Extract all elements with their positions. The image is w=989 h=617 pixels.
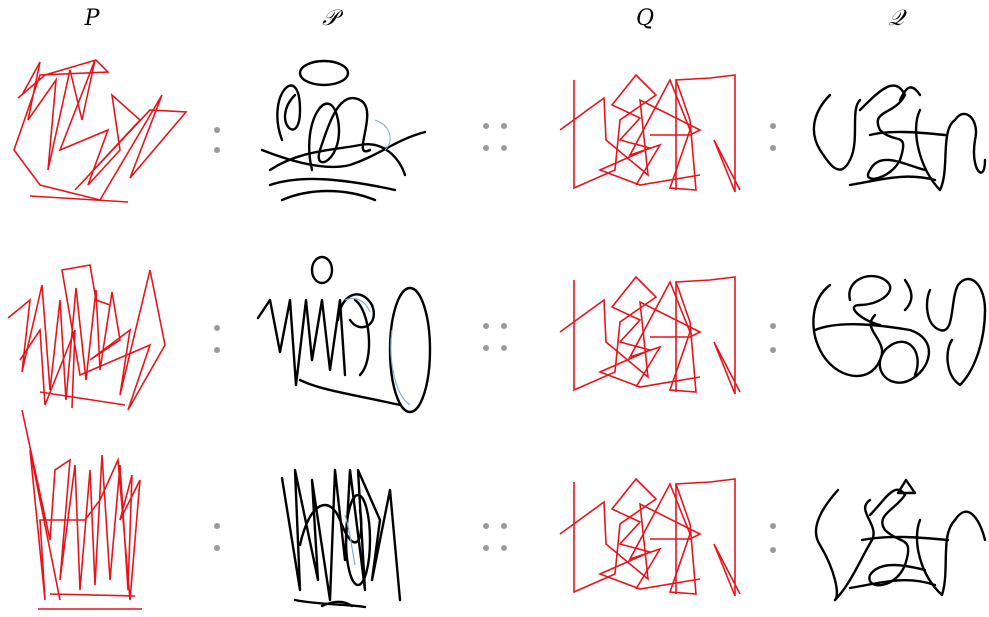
- ratio-dot: [770, 123, 776, 129]
- sketch-q-row3: [560, 479, 740, 596]
- ratio-dot: [214, 523, 220, 529]
- ratio-dot: [483, 123, 489, 129]
- ratio-dot: [770, 145, 776, 151]
- sketch-q-row1: [560, 75, 740, 192]
- ratio-dot: [483, 145, 489, 151]
- row-2: [8, 257, 985, 412]
- ratio-dot: [214, 545, 220, 551]
- smoothed-q-row1: [814, 86, 985, 190]
- ratio-dot: [214, 325, 220, 331]
- sketch-p-row2: [8, 265, 165, 410]
- ratio-dot: [501, 345, 507, 351]
- ratio-dot: [770, 547, 776, 553]
- smoothed-p-row3: [282, 470, 400, 607]
- row-3: [22, 410, 985, 609]
- ratio-dot: [770, 523, 776, 529]
- ratio-dot: [483, 523, 489, 529]
- ratio-dot: [214, 147, 220, 153]
- sketch-p-row3: [22, 410, 140, 600]
- ratio-dot: [483, 323, 489, 329]
- ratio-dot: [483, 545, 489, 551]
- ratio-dot: [501, 323, 507, 329]
- ratio-dot: [483, 345, 489, 351]
- smoothed-q-row2: [813, 276, 985, 385]
- sketch-p-row1: [14, 60, 186, 200]
- ratio-dot: [501, 545, 507, 551]
- ratio-dot: [214, 127, 220, 133]
- ratio-dot: [214, 347, 220, 353]
- ratio-dot: [501, 145, 507, 151]
- smoothed-q-row3: [816, 480, 985, 600]
- row-1: [14, 60, 985, 202]
- sketch-q-row2: [560, 277, 740, 394]
- ratio-dot: [770, 323, 776, 329]
- ratio-dot: [501, 123, 507, 129]
- smoothed-p-row1: [262, 61, 425, 200]
- ratio-dot: [501, 523, 507, 529]
- ratio-dot: [770, 347, 776, 353]
- smoothed-p-row2: [258, 257, 430, 412]
